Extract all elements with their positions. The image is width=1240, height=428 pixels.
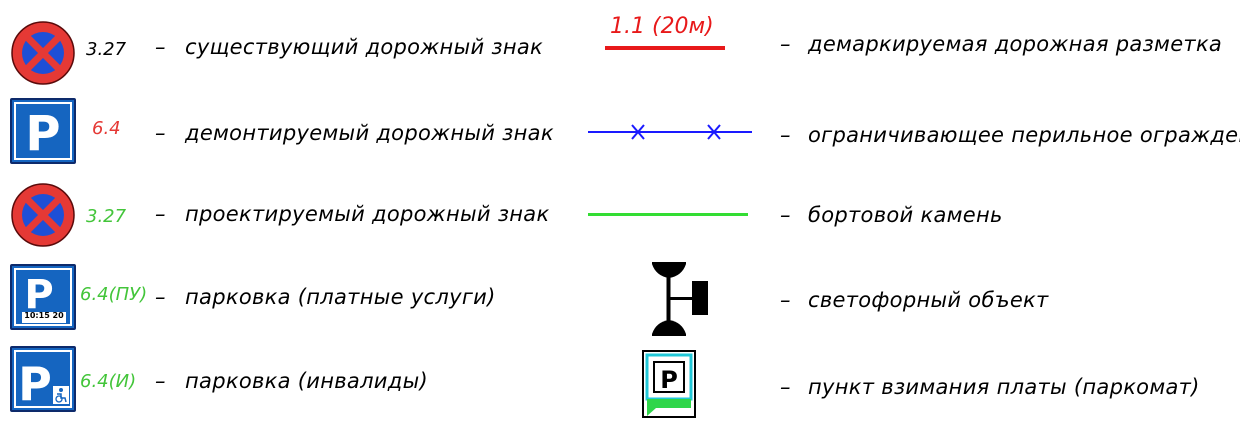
legend-row-disabled-parking: P 6.4(И) – парковка (инвалиды) [0, 340, 560, 415]
legend-description: светофорный объект [808, 288, 1049, 312]
legend-row-proposed-sign: 3.27 – проектируемый дорожный знак [0, 176, 560, 256]
sign-code: 6.4(И) [80, 371, 137, 392]
disabled-parking-sign-icon: P [10, 346, 76, 412]
traffic-light-icon [652, 262, 708, 336]
legend-row-removed-marking: 1.1 (20м) – демаркируемая дорожная разме… [580, 0, 1240, 85]
legend-dash: – [780, 375, 791, 399]
legend-description: проектируемый дорожный знак [185, 202, 550, 226]
legend-dash: – [155, 285, 166, 309]
legend-row-curb: – бортовой камень [580, 176, 1240, 256]
legend-row-traffic-light: – светофорный объект [580, 258, 1240, 338]
railing-fence-line-icon [588, 124, 752, 140]
removed-marking-line-icon [605, 46, 725, 50]
parking-meter-icon [642, 350, 696, 418]
legend-description: пункт взимания платы (паркомат) [808, 375, 1200, 399]
legend-dash: – [155, 35, 166, 59]
legend-dash: – [780, 123, 791, 147]
sign-code: 3.27 [86, 39, 127, 60]
legend-dash: – [155, 369, 166, 393]
legend-dash: – [155, 202, 166, 226]
legend-description: демонтируемый дорожный знак [185, 121, 554, 145]
svg-text:P: P [24, 272, 53, 318]
legend-description: демаркируемая дорожная разметка [808, 32, 1223, 56]
parking-sign-icon: P [10, 98, 76, 164]
legend-row-paid-parking: P 10:15 20 6.4(ПУ) – парковка (платные у… [0, 258, 560, 333]
sign-code: 6.4 [92, 118, 121, 139]
no-stopping-sign-icon [11, 183, 75, 247]
curb-stone-line-icon [588, 213, 748, 216]
svg-text:P: P [18, 357, 52, 410]
legend-row-parking-meter: P – пункт взимания платы (паркомат) [580, 340, 1240, 425]
paid-parking-sign-icon: P [10, 264, 76, 330]
legend-dash: – [780, 32, 791, 56]
no-stopping-sign-icon [11, 21, 75, 85]
sign-code: 6.4(ПУ) [80, 284, 148, 305]
meter-letter: P [660, 366, 678, 394]
legend-description: бортовой камень [808, 203, 1003, 227]
legend-row-railing: – ограничивающее перильное ограждение [580, 92, 1240, 172]
legend-row-demolished-sign: P 6.4 – демонтируемый дорожный знак [0, 92, 560, 172]
legend-row-existing-sign: 3.27 – существующий дорожный знак [0, 0, 560, 85]
svg-text:P: P [25, 106, 60, 162]
marking-label: 1.1 (20м) [610, 14, 714, 39]
payment-plate-text: 10:15 20 [24, 311, 64, 320]
legend-dash: – [780, 288, 791, 312]
legend-dash: – [780, 203, 791, 227]
legend-description: существующий дорожный знак [185, 35, 544, 59]
legend-description: ограничивающее перильное ограждение [808, 123, 1240, 147]
legend-dash: – [155, 121, 166, 145]
legend-description: парковка (инвалиды) [185, 369, 428, 393]
legend-description: парковка (платные услуги) [185, 285, 496, 309]
sign-code: 3.27 [86, 206, 127, 227]
